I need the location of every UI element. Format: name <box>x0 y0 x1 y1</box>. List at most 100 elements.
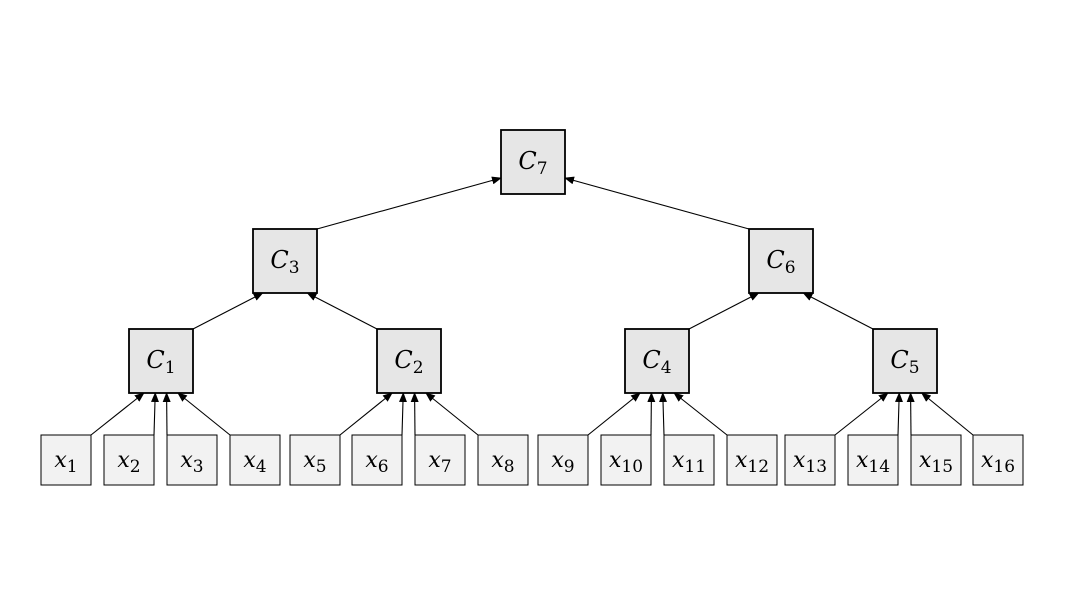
edge-x9-to-c4 <box>587 392 641 436</box>
leaf-node-x5: x5 <box>289 434 341 486</box>
cluster-label: C2 <box>394 346 423 378</box>
label-letter: x <box>919 448 932 473</box>
leaf-label: x8 <box>491 448 514 477</box>
leaf-node-x10: x10 <box>600 434 652 486</box>
label-letter: C <box>518 147 536 175</box>
edge-x5-to-c2 <box>339 392 393 436</box>
leaf-node-x14: x14 <box>847 434 899 486</box>
cluster-box <box>624 328 690 394</box>
edge-c6-to-c7 <box>564 176 750 230</box>
cluster-node-c3: C3 <box>252 228 318 294</box>
label-letter: x <box>856 448 869 473</box>
leaf-node-x7: x7 <box>414 434 466 486</box>
label-letter: x <box>735 448 748 473</box>
cluster-label: C3 <box>270 246 299 278</box>
leaf-node-x3: x3 <box>166 434 218 486</box>
leaf-label: x5 <box>303 448 326 477</box>
cluster-box <box>376 328 442 394</box>
label-letter: x <box>491 448 504 473</box>
edge-x14-to-c5 <box>894 392 903 436</box>
label-letter: x <box>793 448 806 473</box>
label-subscript: 14 <box>868 457 890 477</box>
cluster-box <box>500 129 566 195</box>
leaf-box <box>351 434 403 486</box>
label-letter: x <box>365 448 378 473</box>
label-letter: x <box>54 448 67 473</box>
label-letter: x <box>243 448 256 473</box>
leaf-node-x16: x16 <box>972 434 1024 486</box>
label-subscript: 5 <box>316 457 327 477</box>
label-letter: C <box>146 346 164 374</box>
label-subscript: 2 <box>413 358 424 378</box>
leaf-node-x2: x2 <box>103 434 155 486</box>
edge-c5-to-c6 <box>802 292 874 330</box>
label-subscript: 15 <box>931 457 953 477</box>
leaf-box <box>166 434 218 486</box>
leaf-node-x13: x13 <box>784 434 836 486</box>
leaf-label: x6 <box>365 448 388 477</box>
leaf-box <box>103 434 155 486</box>
label-subscript: 6 <box>378 457 389 477</box>
label-subscript: 12 <box>747 457 769 477</box>
edge-c1-to-c3 <box>192 292 264 330</box>
leaf-node-x9: x9 <box>537 434 589 486</box>
cluster-label: C7 <box>518 147 547 179</box>
cluster-box <box>872 328 938 394</box>
leaf-label: x2 <box>117 448 140 477</box>
leaf-box <box>726 434 778 486</box>
cluster-node-c4: C4 <box>624 328 690 394</box>
label-letter: C <box>270 246 288 274</box>
leaf-label: x9 <box>551 448 574 477</box>
leaf-label: x16 <box>981 448 1015 477</box>
label-subscript: 7 <box>441 457 452 477</box>
cluster-label: C6 <box>766 246 795 278</box>
label-subscript: 7 <box>537 159 548 179</box>
label-subscript: 8 <box>504 457 515 477</box>
leaf-label: x11 <box>672 448 706 477</box>
label-letter: x <box>117 448 130 473</box>
leaf-box <box>40 434 92 486</box>
leaf-label: x10 <box>609 448 643 477</box>
leaf-box <box>972 434 1024 486</box>
label-subscript: 9 <box>564 457 575 477</box>
leaf-label: x1 <box>54 448 77 477</box>
leaf-node-x4: x4 <box>229 434 281 486</box>
cluster-node-c7: C7 <box>500 129 566 195</box>
label-subscript: 4 <box>256 457 267 477</box>
label-letter: C <box>394 346 412 374</box>
label-subscript: 2 <box>130 457 141 477</box>
edge-x13-to-c5 <box>834 392 889 436</box>
label-subscript: 1 <box>67 457 78 477</box>
leaf-box <box>229 434 281 486</box>
cluster-box <box>748 228 814 294</box>
cluster-label: C5 <box>890 346 919 378</box>
edge-x2-to-c1 <box>150 392 159 436</box>
leaf-box <box>537 434 589 486</box>
label-letter: x <box>303 448 316 473</box>
edge-c2-to-c3 <box>306 292 378 330</box>
edge-c4-to-c6 <box>688 292 760 330</box>
label-letter: x <box>981 448 994 473</box>
leaf-node-x1: x1 <box>40 434 92 486</box>
leaf-box <box>784 434 836 486</box>
cluster-label: C4 <box>642 346 671 378</box>
leaf-label: x12 <box>735 448 769 477</box>
edge-c3-to-c7 <box>316 176 502 230</box>
label-subscript: 1 <box>165 358 176 378</box>
leaf-box <box>289 434 341 486</box>
leaf-box <box>477 434 529 486</box>
leaf-box <box>600 434 652 486</box>
label-letter: x <box>609 448 622 473</box>
label-subscript: 11 <box>684 457 706 477</box>
leaf-label: x14 <box>856 448 890 477</box>
label-letter: x <box>551 448 564 473</box>
label-subscript: 3 <box>193 457 204 477</box>
leaf-box <box>910 434 962 486</box>
edge-x6-to-c2 <box>398 392 407 436</box>
label-subscript: 3 <box>289 258 300 278</box>
leaf-node-x12: x12 <box>726 434 778 486</box>
leaf-label: x13 <box>793 448 827 477</box>
label-letter: x <box>180 448 193 473</box>
